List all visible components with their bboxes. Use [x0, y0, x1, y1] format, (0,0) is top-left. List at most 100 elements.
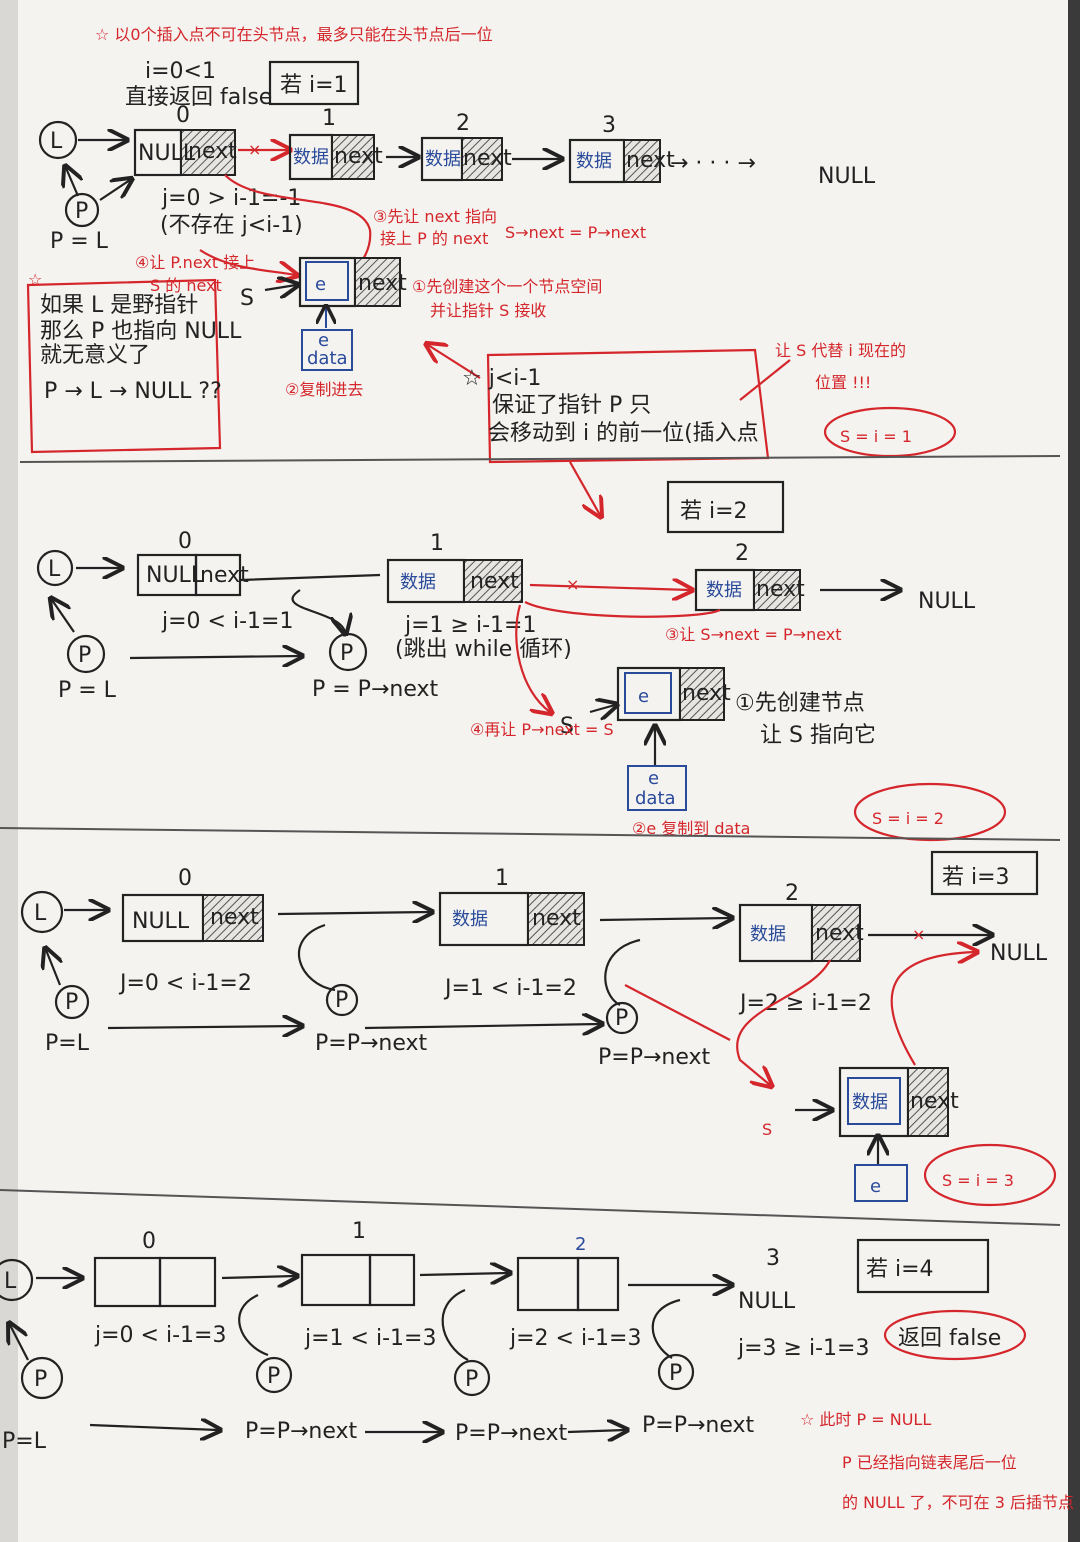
j3-4: j=3 ≥ i-1=3: [737, 1336, 869, 1361]
box3: 会移动到 i 的前一位(插入点: [488, 421, 759, 446]
red-link-3c: [624, 984, 731, 1041]
pp1-3: P=P→next: [315, 1031, 428, 1056]
idx0: 0: [176, 103, 190, 128]
node0-null: NULL: [138, 141, 196, 166]
cond-i0: i=0<1: [145, 59, 216, 84]
red-link-3a: [736, 959, 831, 1085]
cut-x-2: ×: [566, 575, 579, 594]
step4-2: ④再让 P→next = S: [470, 720, 614, 739]
p-up-3: [46, 950, 60, 986]
n0-next-2: next: [200, 563, 249, 588]
box-arrow: [428, 345, 481, 379]
sn-next-3: next: [910, 1089, 959, 1114]
idx0-3: 0: [178, 866, 192, 891]
box1: ☆ j<i-1: [462, 366, 541, 391]
node2-data-lbl: 数据: [425, 149, 461, 170]
note-box: [26, 278, 222, 454]
e-box-e-2: e: [648, 768, 659, 789]
node2-next: [461, 137, 503, 181]
case-box: [268, 60, 360, 106]
red-link-step4: [199, 249, 295, 275]
j0-2: j=0 < i-1=1: [161, 609, 293, 634]
S-arrow: [264, 285, 296, 290]
pL-3: P=L: [45, 1031, 90, 1056]
step3a: ③先让 next 指向: [373, 207, 497, 226]
P-label: P: [75, 199, 88, 224]
P2-circle-4: [255, 1356, 293, 1394]
n1-4: [300, 1253, 372, 1307]
binder-edge: [0, 0, 22, 1542]
section-3: 若 i=3 L 0 NULL next 1 数据 next 2 数据 next: [0, 850, 1061, 1226]
end-null: NULL: [818, 164, 876, 189]
ret: 返回 false: [898, 1326, 1001, 1351]
side-arrow: [739, 359, 791, 401]
s-inner: [305, 261, 349, 301]
j-cond-2: (不存在 j<i-1): [160, 213, 303, 238]
e-box-data: data: [307, 348, 348, 369]
snn-2: [679, 667, 725, 721]
S-label: S: [240, 286, 254, 311]
end-null-4: NULL: [738, 1289, 796, 1314]
arrow-0-1-3: [277, 912, 430, 914]
node3-next: [623, 139, 661, 183]
idx0-4: 0: [142, 1229, 156, 1254]
node1-next-lbl: next: [334, 144, 383, 169]
pp1-4: P=P→next: [245, 1419, 358, 1444]
j1b-2: (跳出 while 循环): [395, 637, 572, 662]
pm3-4: [567, 1430, 625, 1432]
end-null-2: NULL: [918, 589, 976, 614]
eq-2: S = i = 2: [872, 809, 944, 828]
S-label-3: S: [762, 1120, 772, 1139]
e-box-e-3: e: [870, 1176, 881, 1197]
n0n-2: [194, 553, 242, 597]
case-label-4: 若 i=4: [866, 1257, 934, 1282]
curl-3a: [297, 923, 336, 992]
note3: 就无意义了: [40, 343, 150, 368]
pp3-4: P=P→next: [642, 1413, 755, 1438]
P-label-2: P: [78, 643, 91, 668]
j1-3: J=1 < i-1=2: [443, 976, 577, 1001]
j1-4: j=1 < i-1=3: [304, 1326, 436, 1351]
n1n-3: [527, 892, 585, 946]
note3-4: 的 NULL 了，不可在 3 后插节点: [842, 1493, 1074, 1512]
pp2-4: P=P→next: [455, 1421, 568, 1446]
arrow-1-2-b: [529, 585, 690, 590]
step2: ②复制进去: [285, 380, 363, 399]
s-next: next: [358, 271, 407, 296]
n0n-3: [202, 894, 264, 942]
red-link-3b: [890, 952, 975, 1066]
e-box-3: [854, 1164, 908, 1202]
sn-inner-2: [624, 672, 672, 714]
L-label-3: L: [34, 901, 47, 926]
curl-4b: [441, 1288, 469, 1361]
side1: 让 S 代替 i 现在的: [775, 341, 906, 360]
n2-next-3: next: [815, 921, 864, 946]
idx2: 2: [456, 111, 470, 136]
e-box-data-2: data: [635, 788, 676, 809]
s-node-data: [298, 256, 357, 308]
side2: 位置 !!!: [815, 373, 871, 392]
P2-circle-3: [325, 983, 359, 1017]
L-circle: [38, 120, 78, 160]
node3-data-lbl: 数据: [576, 151, 612, 172]
P2-label-2: P: [340, 641, 353, 666]
j2-4: j=2 < i-1=3: [509, 1326, 641, 1351]
step1a: ①先创建这个一个节点空间: [412, 277, 602, 296]
p-move-3a: [107, 1026, 300, 1028]
p-up-4: [10, 1325, 29, 1361]
a01-4: [221, 1276, 295, 1278]
L-label: L: [50, 129, 63, 154]
eq: S = i = 1: [840, 427, 912, 446]
case-box-4: [856, 1238, 990, 1294]
P4-label-4: P: [669, 1361, 682, 1386]
p-move-3b: [364, 1024, 600, 1028]
section-4: 若 i=4 L 0 1 2 3 NULL P P=L: [0, 1219, 1074, 1512]
idx3: 3: [602, 113, 616, 138]
flow-arrow: [569, 461, 600, 515]
j-cond-1: j=0 > i-1=-1: [161, 186, 301, 211]
snn-3: [907, 1067, 949, 1137]
p-arrow-up: [66, 168, 78, 197]
idx1-4: 1: [352, 1219, 366, 1244]
p-move-2: [129, 656, 300, 658]
